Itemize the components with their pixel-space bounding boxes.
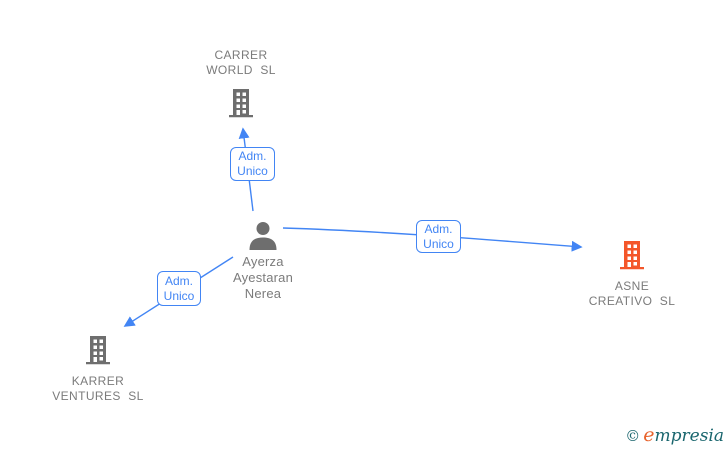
company-node-carrer[interactable]: CARRER WORLD SL [171, 48, 311, 118]
edge-label-adm-unico-asne: Adm. Unico [416, 220, 461, 253]
building-icon [226, 88, 256, 118]
person-icon [247, 220, 279, 252]
copyright-symbol: © [625, 427, 641, 445]
building-icon [617, 240, 647, 270]
edge-label-adm-unico-carrer: Adm. Unico [230, 147, 275, 181]
company-node-asne[interactable]: ASNE CREATIVO SL [557, 240, 707, 309]
company-label-carrer: CARRER WORLD SL [206, 48, 276, 77]
building-icon [83, 335, 113, 365]
empresia-watermark: ©empresia [625, 424, 724, 446]
company-label-karrer: KARRER VENTURES SL [52, 374, 144, 403]
brand-rest: mpresia [654, 426, 725, 446]
brand-letter-e: e [643, 424, 655, 446]
person-name: Ayerza Ayestaran Nerea [232, 254, 294, 301]
company-node-karrer[interactable]: KARRER VENTURES SL [28, 335, 168, 404]
edge-label-adm-unico-karrer: Adm. Unico [157, 271, 201, 306]
company-label-asne: ASNE CREATIVO SL [588, 279, 676, 308]
person-node[interactable]: Ayerza Ayestaran Nerea [193, 220, 333, 302]
